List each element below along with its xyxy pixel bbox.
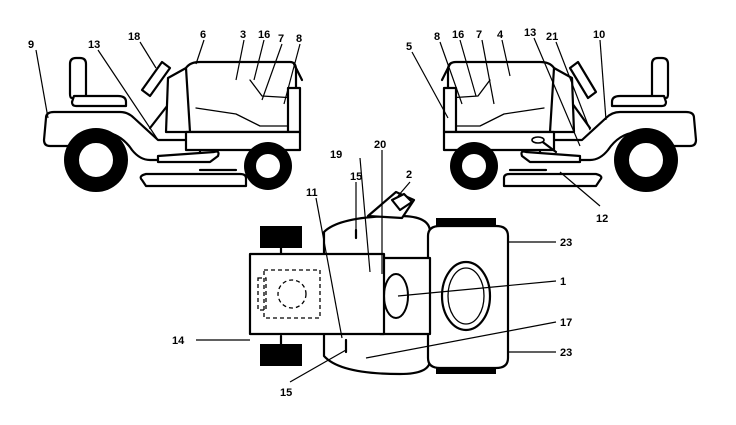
headlight-edge-left bbox=[292, 62, 304, 82]
callout-13-left: 13 bbox=[88, 39, 100, 51]
hood-panel-line-left bbox=[249, 79, 297, 99]
leader-1 bbox=[397, 280, 557, 297]
leader-8-left bbox=[283, 43, 301, 105]
callout-23-top: 23 bbox=[560, 237, 572, 249]
callout-16-right: 16 bbox=[452, 29, 464, 41]
leader-4 bbox=[501, 39, 511, 77]
leader-21 bbox=[555, 41, 591, 131]
seat-pivot-top bbox=[277, 279, 307, 309]
callout-labels: 9 13 18 6 3 16 7 8 5 8 16 7 4 13 21 10 1… bbox=[28, 27, 608, 399]
seat-cushion-right bbox=[610, 94, 668, 108]
leader-11 bbox=[315, 197, 343, 339]
leader-17 bbox=[365, 321, 557, 359]
leader-19 bbox=[359, 157, 371, 273]
front-hub-right bbox=[460, 152, 488, 180]
leader-7-right bbox=[481, 39, 495, 105]
leader-3 bbox=[235, 39, 245, 81]
leader-8-right bbox=[439, 41, 463, 105]
callout-8-right: 8 bbox=[434, 31, 440, 43]
callout-6: 6 bbox=[200, 29, 206, 41]
callout-7-right: 7 bbox=[476, 29, 482, 41]
callout-21: 21 bbox=[546, 31, 558, 43]
callout-23-bottom: 23 bbox=[560, 347, 572, 359]
callout-17: 17 bbox=[560, 317, 572, 329]
rear-body-top bbox=[248, 252, 386, 336]
callout-11: 11 bbox=[306, 187, 318, 199]
footrest-left bbox=[156, 150, 220, 164]
seat-back-left bbox=[68, 56, 88, 100]
seat-cushion-left bbox=[70, 94, 128, 108]
callout-3: 3 bbox=[240, 29, 246, 41]
chute-deflector bbox=[390, 192, 414, 212]
mower-deck-left bbox=[139, 172, 248, 188]
front-tire-top bbox=[436, 218, 496, 228]
leader-10 bbox=[599, 39, 607, 121]
tractor-right-side-view bbox=[440, 56, 698, 192]
rear-tire-top-left bbox=[260, 226, 302, 248]
mower-deck-right bbox=[502, 172, 603, 188]
seat-outline-top bbox=[263, 269, 321, 319]
callout-1: 1 bbox=[560, 276, 566, 288]
callout-15-top: 15 bbox=[350, 171, 362, 183]
callout-7-left: 7 bbox=[278, 33, 284, 45]
leader-16-left bbox=[253, 39, 265, 81]
leader-5 bbox=[411, 51, 449, 119]
footrest-right bbox=[520, 150, 582, 164]
steering-wheel-left bbox=[140, 60, 172, 98]
steering-wheel-right bbox=[568, 60, 598, 100]
tractor-top-view bbox=[248, 190, 510, 376]
hood-panel-line-right bbox=[447, 79, 491, 99]
hood-crease-right bbox=[447, 107, 545, 127]
callout-16-left: 16 bbox=[258, 29, 270, 41]
callout-14: 14 bbox=[172, 335, 185, 347]
leader-7-left bbox=[261, 43, 283, 101]
callout-13-right: 13 bbox=[524, 27, 536, 39]
callout-8-left: 8 bbox=[296, 33, 302, 45]
callout-19: 19 bbox=[330, 149, 342, 161]
callout-5: 5 bbox=[406, 41, 412, 53]
leader-2 bbox=[397, 181, 411, 197]
hood-oval-top bbox=[440, 260, 492, 332]
leader-18 bbox=[139, 41, 157, 69]
callout-10: 10 bbox=[593, 29, 605, 41]
callout-12: 12 bbox=[596, 213, 608, 225]
leader-9 bbox=[35, 49, 49, 119]
leader-6 bbox=[195, 39, 205, 65]
leader-13-right bbox=[533, 37, 581, 147]
seat-back-outline bbox=[257, 277, 267, 311]
leader-13-left bbox=[97, 49, 159, 141]
hood-crease-left bbox=[195, 107, 297, 127]
hood-oval-inner bbox=[447, 267, 485, 325]
callout-20: 20 bbox=[374, 139, 386, 151]
seat-back-right bbox=[650, 56, 670, 100]
callout-2: 2 bbox=[406, 169, 412, 181]
front-hub-left bbox=[254, 152, 282, 180]
callout-4: 4 bbox=[497, 29, 504, 41]
leader-15-bottom bbox=[289, 349, 347, 383]
rear-body-right bbox=[538, 110, 698, 162]
leader-12 bbox=[559, 171, 601, 207]
rear-body-left bbox=[42, 110, 202, 162]
callout-18: 18 bbox=[128, 31, 140, 43]
leader-lines bbox=[35, 37, 607, 383]
tractor-left-side-view bbox=[42, 56, 304, 192]
rear-tire-bottom-left bbox=[260, 344, 302, 366]
rear-hub-right bbox=[627, 141, 665, 179]
rear-hub-left bbox=[77, 141, 115, 179]
steering-column-top bbox=[383, 273, 409, 319]
lever-knob-right bbox=[531, 136, 545, 144]
grille-left bbox=[286, 86, 302, 134]
callout-15-bottom: 15 bbox=[280, 387, 292, 399]
leader-16-right bbox=[459, 39, 477, 97]
grille-right bbox=[442, 86, 458, 134]
callout-9: 9 bbox=[28, 39, 34, 51]
